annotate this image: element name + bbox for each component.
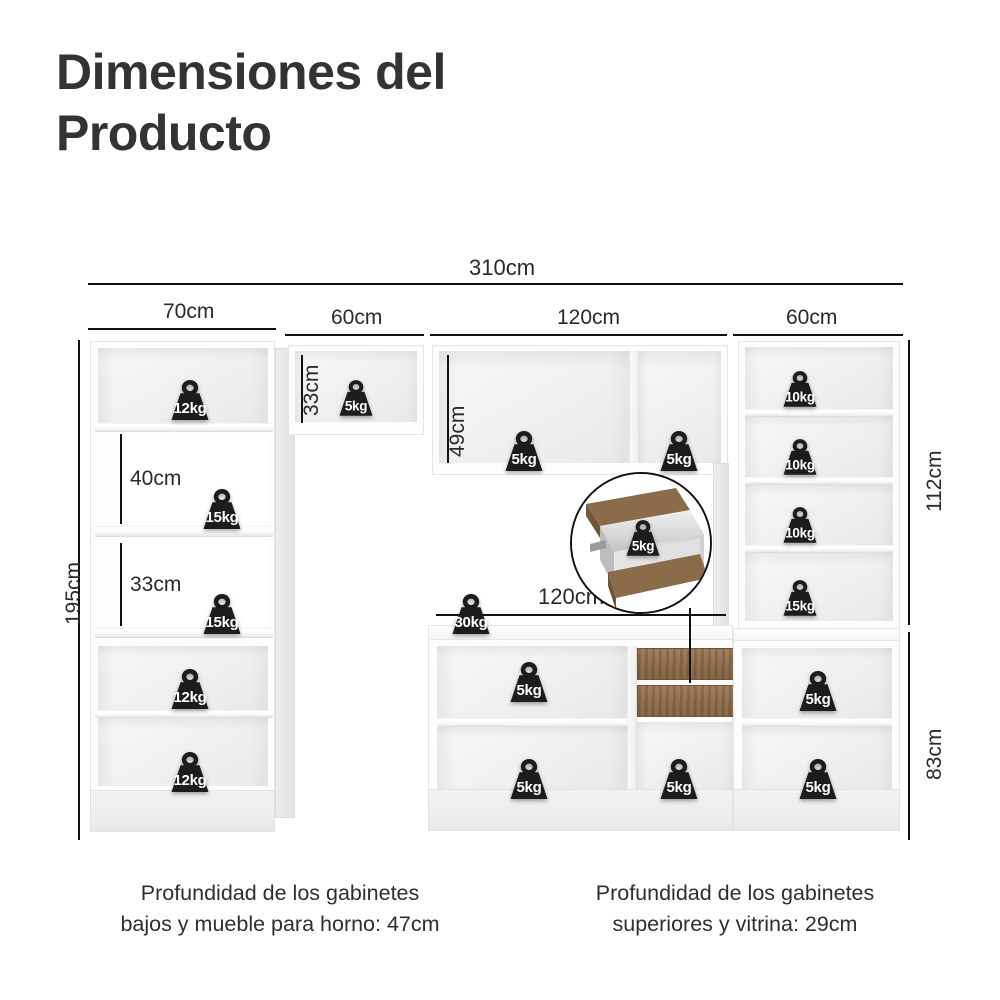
right-vitrine-cavity-2 bbox=[745, 417, 893, 477]
upper-cabinet-120-cavity-left bbox=[439, 351, 629, 463]
upper-cabinet-120-divider bbox=[629, 351, 639, 463]
caption-right-line1: Profundidad de los gabinetes bbox=[595, 881, 875, 905]
weight-badge-base-right-lower: 5kg bbox=[790, 755, 846, 801]
weight-label: 10kg bbox=[785, 457, 815, 473]
weight-badge-vitrine-3: 10kg bbox=[775, 504, 825, 545]
caption-left-line1: Profundidad de los gabinetes bbox=[140, 881, 420, 905]
dim-seg4-label: 60cm bbox=[786, 306, 838, 329]
weight-label: 10kg bbox=[785, 389, 815, 405]
dim-right-upper-height-line bbox=[908, 340, 910, 625]
weight-label: 15kg bbox=[785, 598, 815, 614]
right-vitrine-shelf-1 bbox=[745, 409, 893, 417]
weight-badge-counter-shelf-upper: 5kg bbox=[501, 658, 557, 704]
right-vitrine-shelf-2 bbox=[745, 477, 893, 485]
left-cabinet-plinth bbox=[90, 790, 275, 832]
weight-label: 12kg bbox=[173, 689, 207, 706]
weight-badge-left-niche-40: 15kg bbox=[194, 485, 250, 531]
left-cabinet-niche-40 bbox=[120, 434, 268, 524]
dim-counter-width-line bbox=[436, 614, 726, 616]
dim-right-lower-height-label: 83cm bbox=[923, 728, 946, 780]
weight-badge-counter-right-low: 5kg bbox=[651, 755, 707, 801]
page-title: Dimensiones del Producto bbox=[56, 44, 446, 161]
caption-right: Profundidad de los gabinetes superiores … bbox=[535, 878, 935, 940]
dim-niche33-label: 33cm bbox=[130, 573, 182, 596]
weight-badge-left-low-1: 12kg bbox=[162, 665, 218, 711]
weight-badge-counter-shelf-lower: 5kg bbox=[501, 755, 557, 801]
left-cabinet-niche-33 bbox=[120, 543, 268, 626]
left-cabinet-shelf-2 bbox=[95, 526, 273, 537]
weight-label: 5kg bbox=[805, 691, 831, 708]
weight-badge-vitrine-2: 10kg bbox=[775, 436, 825, 477]
weight-badge-upper120-left: 5kg bbox=[496, 427, 552, 473]
dim-seg3-label: 120cm bbox=[557, 306, 621, 329]
dim-total-width-line bbox=[88, 283, 903, 285]
counter-divider bbox=[627, 646, 637, 789]
weight-label: 5kg bbox=[666, 779, 692, 796]
dim-seg2-line bbox=[285, 334, 424, 336]
weight-badge-vitrine-1: 10kg bbox=[775, 368, 825, 409]
dim-total-height-line bbox=[78, 340, 80, 840]
weight-badge-upper60: 5kg bbox=[331, 377, 381, 418]
caption-right-line2: superiores y vitrina: 29cm bbox=[612, 912, 858, 937]
weight-badge-left-low-2: 12kg bbox=[162, 748, 218, 794]
dim-seg1-line bbox=[88, 328, 276, 330]
weight-badge-vitrine-4: 15kg bbox=[775, 577, 825, 618]
weight-label: 5kg bbox=[344, 398, 368, 414]
left-cabinet-side-face bbox=[275, 348, 295, 818]
dim-right-upper-height-label: 112cm bbox=[923, 450, 946, 512]
weight-label: 5kg bbox=[516, 682, 542, 699]
right-vitrine-cavity-1 bbox=[745, 347, 893, 409]
dim-niche33-line bbox=[120, 543, 122, 626]
weight-label: 5kg bbox=[516, 779, 542, 796]
weight-label: 5kg bbox=[666, 451, 692, 468]
dim-total-width-label: 310cm bbox=[469, 255, 536, 280]
dim-niche40-label: 40cm bbox=[130, 467, 182, 490]
right-vitrine-cavity-4 bbox=[745, 553, 893, 621]
dim-upper120-height-label: 49cm bbox=[446, 405, 469, 457]
dim-upper60-height-label: 33cm bbox=[300, 364, 323, 416]
upper-cabinet-120-right-return bbox=[713, 463, 729, 633]
weight-label: 12kg bbox=[173, 772, 207, 789]
dim-niche40-line bbox=[120, 434, 122, 524]
left-cabinet-shelf-3 bbox=[95, 628, 273, 638]
dim-upper60-height-line bbox=[301, 355, 303, 423]
weight-badge-left-top: 12kg bbox=[162, 376, 218, 422]
weight-label: 15kg bbox=[205, 614, 239, 631]
dim-seg3-line bbox=[430, 334, 727, 336]
weight-label: 10kg bbox=[785, 525, 815, 541]
dim-seg4-line bbox=[733, 334, 903, 336]
drawer-detail-callout: 5kg bbox=[570, 472, 712, 614]
caption-left: Profundidad de los gabinetes bajos y mue… bbox=[80, 878, 480, 940]
dim-seg1-label: 70cm bbox=[163, 300, 215, 323]
counter-shelf-left bbox=[437, 718, 627, 727]
weight-badge-left-niche-33: 15kg bbox=[194, 590, 250, 636]
caption-left-line2: bajos y mueble para horno: 47cm bbox=[120, 912, 440, 937]
dim-seg2-label: 60cm bbox=[331, 306, 383, 329]
weight-label: 5kg bbox=[511, 451, 537, 468]
weight-label: 5kg bbox=[805, 779, 831, 796]
weight-label: 30kg bbox=[454, 614, 488, 631]
callout-leader-line bbox=[689, 608, 691, 683]
counter-drawer-bottom[interactable] bbox=[637, 685, 743, 717]
weight-label: 12kg bbox=[173, 400, 207, 417]
left-cabinet-shelf-4 bbox=[95, 710, 273, 718]
dim-right-lower-height-line bbox=[908, 632, 910, 840]
right-vitrine-cavity-3 bbox=[745, 485, 893, 545]
right-vitrine-shelf-3 bbox=[745, 545, 893, 553]
dim-total-height-label: 195cm bbox=[62, 561, 85, 625]
weight-badge-upper120-right: 5kg bbox=[651, 427, 707, 473]
weight-badge-base-right-upper: 5kg bbox=[790, 667, 846, 713]
weight-badge-counter-top: 30kg bbox=[443, 590, 499, 636]
weight-badge-drawer-detail: 5kg bbox=[618, 517, 668, 558]
weight-label: 15kg bbox=[205, 509, 239, 526]
dim-upper120-height-line bbox=[447, 355, 449, 463]
weight-label: 5kg bbox=[631, 538, 655, 554]
base-right-shelf bbox=[742, 718, 892, 727]
left-cabinet-shelf-1 bbox=[95, 423, 273, 432]
